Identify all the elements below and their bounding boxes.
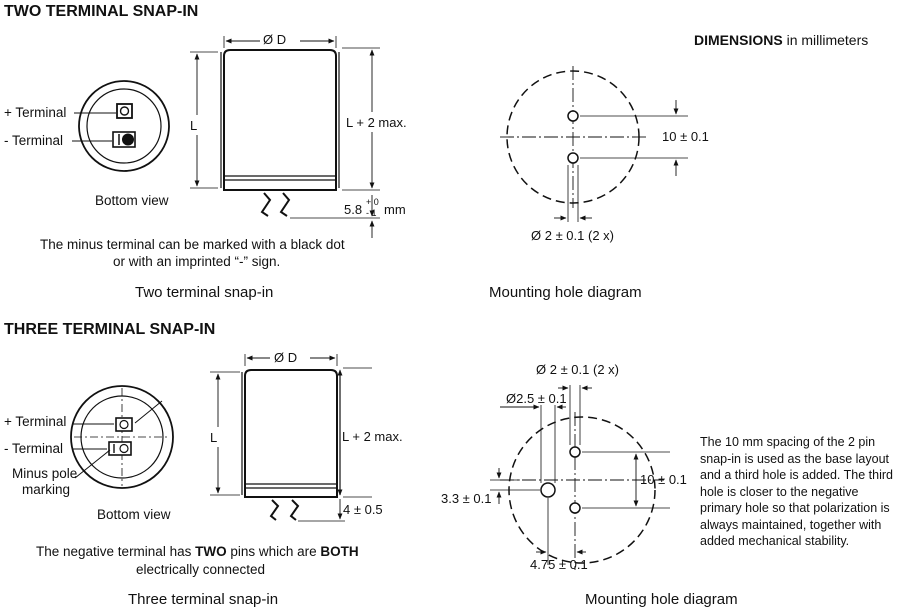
two-pin-length-label: 5.8 (344, 202, 363, 217)
three-caption: Three terminal snap-in (128, 591, 279, 608)
three-mount-hole-small-label: Ø 2 ± 0.1 (2 x) (536, 362, 619, 377)
two-minus-terminal-label: - Terminal (4, 133, 64, 148)
three-mount-offset-label: 3.3 ± 0.1 (441, 491, 492, 506)
three-mount-drawing (490, 385, 670, 570)
two-length-max-label: L + 2 max. (346, 115, 407, 130)
two-plus-terminal-label: + Terminal (4, 105, 67, 120)
two-note-line1: The minus terminal can be marked with a … (40, 237, 345, 252)
three-mount-hole-large-label: Ø2.5 ± 0.1 (506, 391, 567, 406)
section-title-three-terminal: THREE TERMINAL SNAP-IN (4, 321, 216, 338)
two-pin-tol-plus: + 0 (366, 197, 379, 207)
two-bottom-view-label: Bottom view (95, 193, 169, 208)
three-explanation-text: The 10 mm spacing of the 2 pin snap-in i… (700, 435, 893, 548)
three-note-mid: pins which are (226, 544, 321, 559)
two-length-label: L (190, 118, 198, 133)
three-side-view-drawing (210, 354, 372, 522)
three-minus-pole-label-2: marking (22, 482, 71, 497)
three-bottom-view-drawing (70, 385, 174, 489)
three-minus-pole-label-1: Minus pole (12, 466, 78, 481)
two-diameter-label: Ø D (263, 32, 287, 47)
three-mount-caption: Mounting hole diagram (585, 591, 738, 608)
three-pin-length-label: 4 ± 0.5 (343, 502, 383, 517)
three-bottom-view-label: Bottom view (97, 507, 171, 522)
two-side-view-drawing (190, 36, 380, 238)
two-mount-hole-label: Ø 2 ± 0.1 (2 x) (531, 228, 614, 243)
three-note-line1: The negative terminal has TWO pins which… (36, 544, 359, 559)
three-note-bold-both: BOTH (320, 544, 359, 559)
three-length-max-label: L + 2 max. (342, 429, 403, 444)
dimensions-note: DIMENSIONS in millimeters (694, 32, 868, 48)
three-note-line2: electrically connected (136, 562, 266, 577)
two-mount-drawing (500, 66, 688, 222)
three-mount-spacing-label: 10 ± 0.1 (640, 472, 687, 487)
three-minus-terminal-label: - Terminal (4, 441, 64, 456)
dimensions-label: DIMENSIONS (694, 32, 783, 48)
two-pin-tol-minus: - 1 (366, 208, 377, 218)
three-note-pre: The negative terminal has (36, 544, 196, 559)
two-pin-unit: mm (384, 202, 406, 217)
section-title-two-terminal: TWO TERMINAL SNAP-IN (4, 3, 199, 20)
dimensions-unit: in millimeters (786, 32, 869, 48)
two-mount-caption: Mounting hole diagram (489, 284, 642, 301)
three-note-bold-two: TWO (195, 544, 227, 559)
three-mount-horiz-label: 4.75 ± 0.1 (530, 557, 588, 572)
two-caption: Two terminal snap-in (135, 284, 274, 301)
three-plus-terminal-label: + Terminal (4, 414, 67, 429)
two-bottom-view-drawing (72, 80, 170, 172)
two-mount-spacing-label: 10 ± 0.1 (662, 129, 709, 144)
two-note-line2: or with an imprinted “-” sign. (113, 254, 281, 269)
three-diameter-label: Ø D (274, 350, 298, 365)
three-length-label: L (210, 430, 218, 445)
